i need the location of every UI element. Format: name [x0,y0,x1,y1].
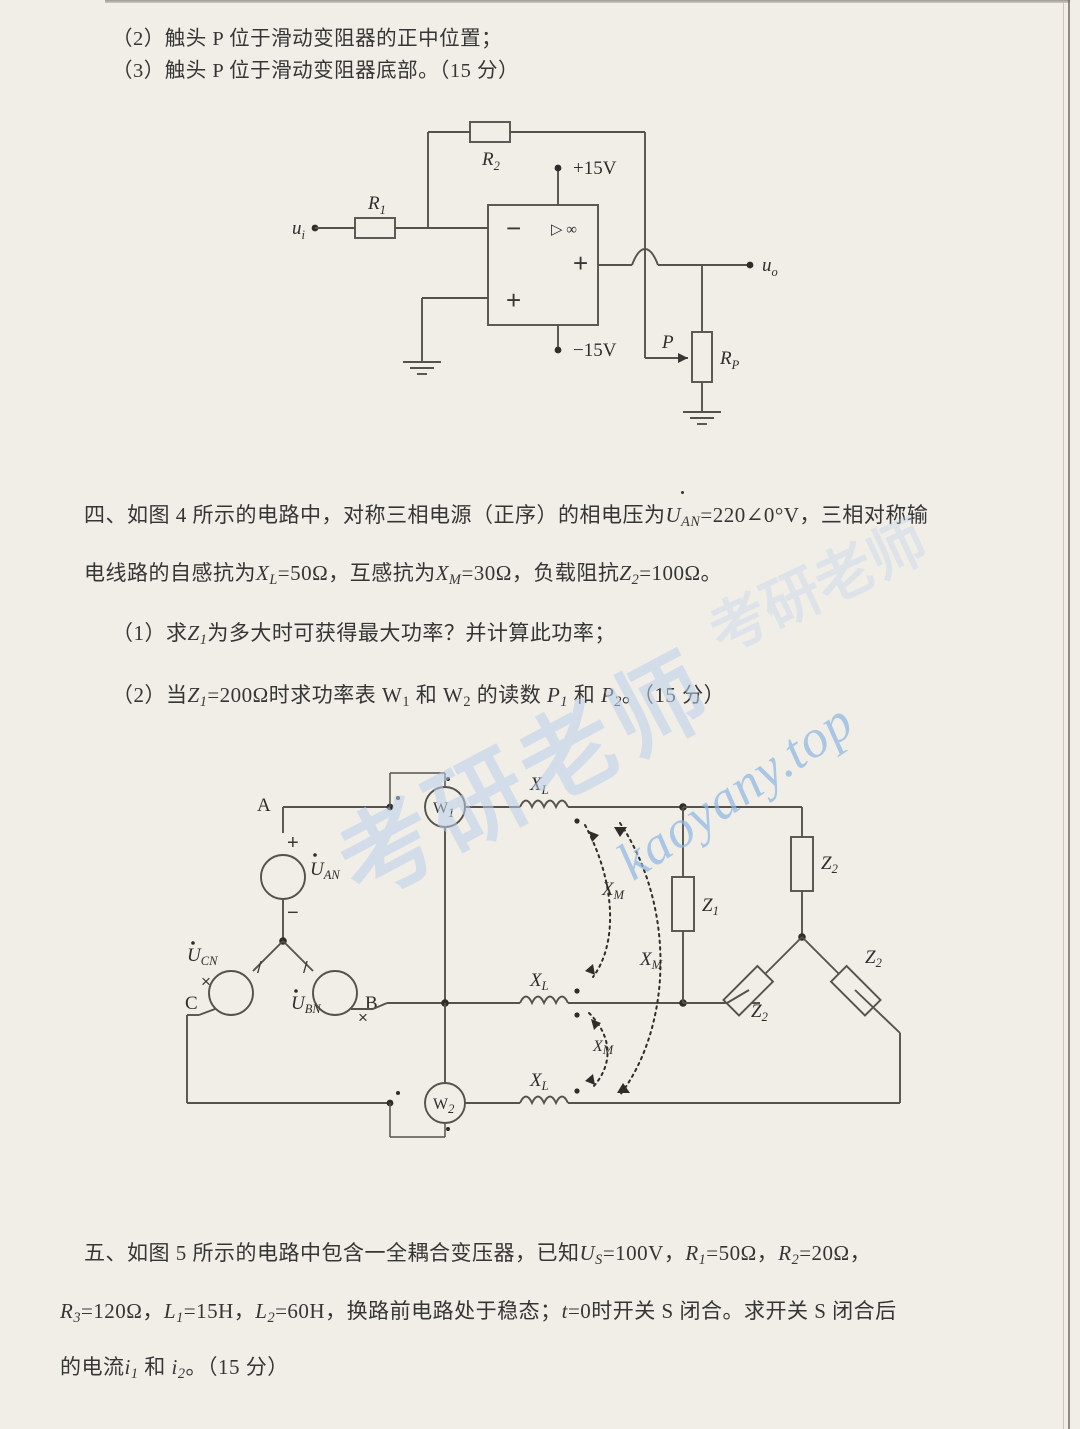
dot-marker-xl2b [574,1012,580,1018]
svg-text:×: × [358,1008,368,1027]
z2-load-label-2: Z2 [751,1001,768,1024]
figure-three-phase-circuit: A W1 XL B XL [185,772,901,1138]
wiper-label: P [661,332,674,353]
xl-symbol: XL [256,561,278,588]
question5-line1: 五、如图 5 所示的电路中包含一全耦合变压器，已知US=100V，R1=50Ω，… [84,1241,872,1268]
svg-text:/: / [257,958,262,977]
question4-line1: 四、如图 4 所示的电路中，对称三相电源（正序）的相电压为UAN=220∠0°V… [84,491,929,533]
opamp-gain-symbol: ▷ ∞ [551,222,577,238]
svg-text:−: − [506,213,521,243]
dot-marker-xl1 [574,818,580,824]
z1-load-label: Z1 [702,895,719,918]
svg-text:+: + [506,285,521,315]
svg-text:−: − [287,902,299,924]
xm-label-1: XM [601,879,625,902]
wattmeter-w1-label: W1 [433,800,454,820]
q4-uan-value: =220∠0°V [700,503,800,527]
list-item-2: （2）触头 P 位于滑动变阻器的正中位置； [112,28,503,50]
ubn-source-label: UBN [291,993,321,1016]
svg-text:×: × [201,972,211,991]
xm-label-3: XM [639,949,663,972]
z2-load-label-3: Z2 [865,947,882,970]
q4-l1-text: 四、如图 4 所示的电路中，对称三相电源（正序）的相电压为 [84,503,666,527]
question5-line3: 的电流i1 和 i2。（15 分） [60,1355,289,1382]
question4-sub2: （2）当Z1=200Ω时求功率表 W1 和 W2 的读数 P1 和 P2。（15… [112,683,726,710]
xm-label-2: XM [592,1038,614,1057]
input-voltage-label: ui [292,218,306,242]
z1-symbol-sub2: Z1 [187,683,208,710]
wattmeter-w2-label: W2 [433,1096,454,1116]
question5-line2: R3=120Ω，L1=15H，L2=60H，换路前电路处于稳态；t=0时开关 S… [60,1299,897,1326]
scan-edge-right [1068,0,1070,1429]
list-item-3: （3）触头 P 位于滑动变阻器底部。（15 分） [112,60,520,82]
r1-label: R1 [367,193,386,217]
dot-marker-xl2a [574,988,580,994]
question4-sub1: （1）求Z1为多大时可获得最大功率？并计算此功率； [112,621,616,648]
xm-symbol: XM [435,561,462,588]
z1-symbol-sub1: Z1 [187,621,208,648]
terminal-c-label: C [185,993,198,1014]
uan-source-label: UAN [310,859,340,882]
ucn-source-label: UCN [187,945,218,968]
r2-label: R2 [481,149,500,173]
q4-l1-tail: ，三相对称输 [799,503,929,527]
terminal-a-label: A [257,795,271,816]
u-an-phasor: UAN [666,491,701,533]
scan-edge-right-inner [1063,0,1064,1429]
question4-line2: 电线路的自感抗为XL=50Ω，互感抗为XM=30Ω，负载阻抗Z2=100Ω。 [84,561,723,588]
xl-label-3: XL [529,1070,549,1093]
xl-label-1: XL [529,774,549,797]
figure-opamp-circuit: − + + ▷ ∞ +15V −15V P [292,121,778,425]
svg-text:+: + [287,832,299,854]
rp-label: RP [719,348,740,372]
supply-negative-label: −15V [573,340,617,361]
z2-load-label-1: Z2 [821,853,838,876]
supply-positive-label: +15V [573,158,617,179]
dot-marker-xl3 [574,1088,580,1094]
svg-text:+: + [573,248,588,278]
output-voltage-label: uo [762,255,778,279]
xl-label-2: XL [529,970,549,993]
z2-symbol: Z2 [619,561,640,588]
scan-edge-top [105,0,1070,3]
svg-text:/: / [303,958,308,977]
